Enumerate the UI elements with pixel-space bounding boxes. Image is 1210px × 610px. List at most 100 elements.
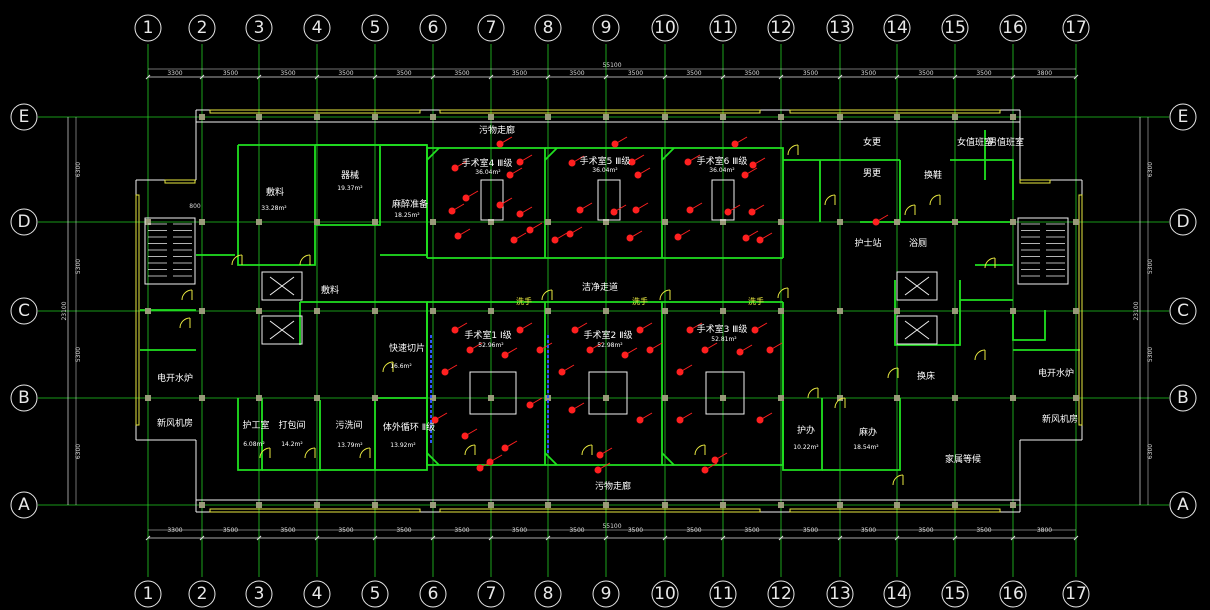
door-swing — [259, 447, 271, 459]
column-square — [145, 308, 151, 314]
axis-bubble-col-5 — [361, 580, 389, 608]
axis-bubble-col-9 — [592, 14, 620, 42]
supplies-upper-area: 33.28m² — [261, 205, 287, 212]
column-square — [662, 502, 668, 508]
axis-bubble-row-C — [1169, 297, 1197, 325]
column-square — [778, 395, 784, 401]
shoe-change-label: 换鞋 — [924, 169, 942, 181]
column-square — [488, 219, 494, 225]
pipe-leader — [704, 462, 718, 471]
axis-label-col-17: 17 — [1065, 584, 1087, 604]
dimension-tick — [545, 535, 551, 541]
column-square — [837, 308, 843, 314]
pipe-leader — [464, 428, 478, 437]
pipe-leader — [589, 342, 603, 351]
pipe-leader — [629, 230, 643, 239]
dimension-side-span-label: 5300 — [1147, 259, 1154, 274]
door-swing — [887, 367, 899, 379]
column-square — [837, 502, 843, 508]
axis-bubble-col-1 — [134, 14, 162, 42]
axis-label-col-4: 4 — [312, 584, 323, 604]
family-waiting-label: 家属等候 — [945, 453, 981, 465]
pipe-leader — [529, 222, 543, 231]
axis-bubble-col-8 — [534, 14, 562, 42]
dimension-side-span-label: 6300 — [75, 444, 82, 459]
male-changing-label: 男更 — [863, 168, 881, 179]
door-swing — [179, 317, 191, 329]
axis-label-col-1: 1 — [143, 18, 154, 38]
axis-label-col-14: 14 — [886, 18, 908, 38]
door-swing — [929, 194, 941, 206]
dimension-span-label: 3800 — [1037, 527, 1052, 534]
dimension-side-span-label: 5300 — [75, 259, 82, 274]
door-swing — [824, 194, 836, 206]
door-swing — [984, 257, 996, 269]
dimension-span-label: 3300 — [167, 70, 182, 77]
axis-bubble-col-14 — [883, 14, 911, 42]
axis-bubble-col-2 — [188, 14, 216, 42]
pipe-leader — [454, 160, 468, 169]
operating-table — [705, 371, 745, 415]
axis-bubble-col-15 — [941, 14, 969, 42]
axis-label-col-5: 5 — [370, 584, 381, 604]
operating-table — [480, 179, 504, 221]
axis-label-col-6: 6 — [428, 584, 439, 604]
column-square — [952, 308, 958, 314]
pipe-leader — [574, 322, 588, 331]
axis-label-col-13: 13 — [829, 18, 851, 38]
stairwell — [1017, 217, 1069, 285]
door-swing — [359, 447, 371, 459]
dimension-span-label: 3500 — [223, 70, 238, 77]
dimension-side-total-label: 23100 — [1133, 301, 1140, 320]
dimension-side-span-label: 5300 — [75, 347, 82, 362]
fresh-air-left-label: 新风机房 — [157, 417, 193, 429]
pipe-leader — [519, 206, 533, 215]
pipe-leader — [614, 136, 628, 145]
axis-label-col-5: 5 — [370, 18, 381, 38]
column-square — [1010, 219, 1016, 225]
equipment-name: 器械 — [341, 169, 359, 181]
axis-bubble-row-E — [10, 103, 38, 131]
dimension-tick — [314, 74, 320, 80]
wall-segment — [822, 398, 901, 471]
doors — [179, 144, 996, 486]
axis-bubble-row-A — [1169, 491, 1197, 519]
axis-label-col-10: 10 — [654, 584, 676, 604]
pipe-leader — [519, 322, 533, 331]
axis-bubble-col-2 — [188, 580, 216, 608]
pipe-leader — [689, 322, 703, 331]
dimension-span-label: 3500 — [569, 527, 584, 534]
column-square — [720, 114, 726, 120]
door-swing — [787, 144, 799, 156]
pipe-leader — [704, 342, 718, 351]
dimension-tick — [372, 535, 378, 541]
column-square — [1010, 502, 1016, 508]
pipe-leader — [759, 232, 773, 241]
or1-area: 52.96m² — [478, 342, 504, 349]
elevator-shaft — [896, 315, 938, 345]
dimension-tick — [145, 535, 151, 541]
operating-table — [469, 371, 517, 415]
axis-label-col-11: 11 — [712, 18, 734, 38]
dimension-total-label: 55100 — [602, 62, 621, 69]
axis-label-row-E: E — [19, 107, 30, 127]
dimension-tick — [145, 74, 151, 80]
axis-label-col-2: 2 — [197, 584, 208, 604]
dimension-tick — [662, 74, 668, 80]
dimension-span-label: 3500 — [744, 527, 759, 534]
dimension-tick — [488, 74, 494, 80]
axis-label-col-6: 6 — [428, 18, 439, 38]
column-square — [545, 308, 551, 314]
supplies-mid-name: 敷料 — [321, 284, 339, 296]
doctor-office-area: 18.54m² — [853, 444, 879, 451]
pipe-leader — [539, 342, 553, 351]
pipe-leader — [687, 154, 701, 163]
axis-bubble-row-E — [1169, 103, 1197, 131]
packing-name: 打包间 — [278, 419, 305, 431]
column-square — [430, 219, 436, 225]
column-square — [720, 395, 726, 401]
female-changing-label: 女更 — [863, 136, 881, 148]
axis-label-row-C: C — [1177, 301, 1189, 321]
dimension-tick — [952, 74, 958, 80]
